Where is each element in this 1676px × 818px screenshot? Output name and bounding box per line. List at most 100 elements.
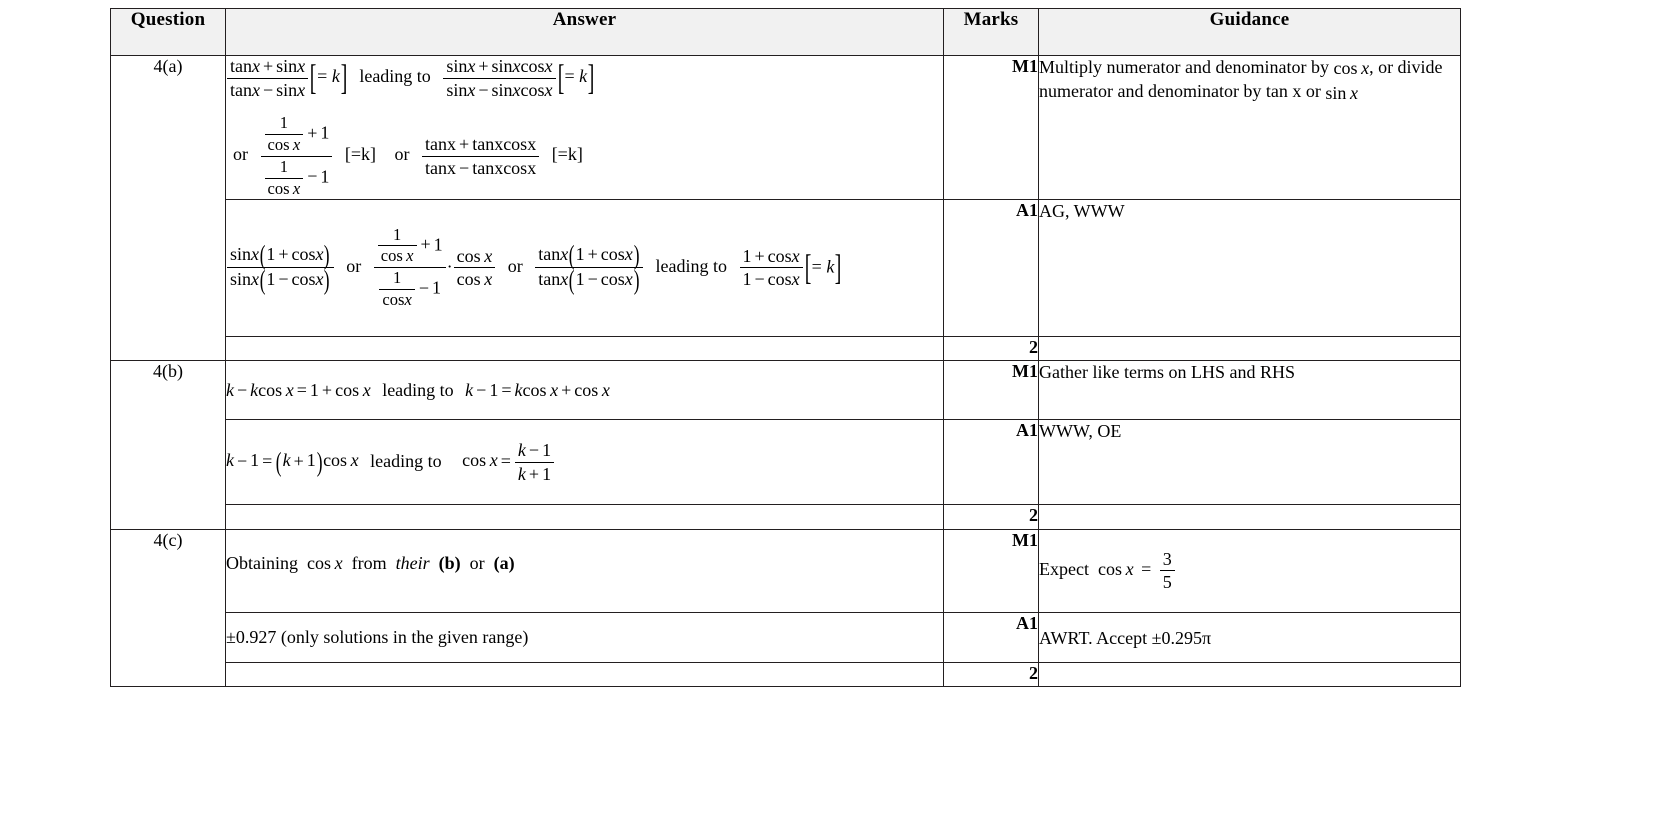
answer-cell-4c-a1: ±0.927 (only solutions in the given rang… — [225, 611, 944, 663]
total-marks-4c: 2 — [943, 661, 1039, 687]
mark-scheme-table: Question Answer Marks Guidance 4(a) tanx… — [110, 8, 1461, 687]
guidance-cos-x: cos x — [1333, 58, 1370, 79]
fraction-complex-2: 1 cos x +1 1 cosx −1 — [373, 225, 446, 311]
guidance-expression-4c-m1: Expect cos x = 3 5 — [1039, 549, 1176, 593]
or-label-2: or — [394, 144, 410, 165]
multiplication-dot: · — [446, 255, 453, 276]
part-b-reference: (b) — [438, 552, 461, 573]
cos-label: cos — [1097, 558, 1122, 579]
or-label-5: or — [469, 552, 485, 573]
equals-sign: = — [1141, 558, 1152, 579]
mark-4b-a1: A1 — [943, 419, 1039, 506]
column-header-answer: Answer — [225, 8, 944, 56]
fraction-numerator: 3 — [1159, 549, 1175, 572]
table-row: sinx(1+cosx) sinx(1−cosx) or 1 cos x +1 — [111, 198, 1461, 338]
fraction-one-over-cosx: 1 cos x — [377, 225, 417, 267]
total-marks-4b: 2 — [943, 504, 1039, 530]
guidance-4a-m1: Multiply numerator and denominator by co… — [1038, 55, 1461, 200]
guidance-4b-a1: WWW, OE — [1038, 419, 1461, 506]
answer-expression-4c-m1: Obtaining cos x from their (b) or (a) — [226, 553, 515, 574]
part-a-reference: (a) — [493, 552, 515, 573]
leading-to-label-3: leading to — [382, 380, 454, 401]
answer-cell-4a-m1: tanx+sinx tanx−sinx [= k] leading to sin… — [225, 55, 944, 200]
answer-cell-4b-a1: k−1=(k+1)cos x leading to cos x= k−1 k+1 — [225, 419, 944, 506]
table-body: 4(a) tanx+sinx tanx−sinx [= k] leading t… — [110, 54, 1461, 687]
fraction-denominator: 5 — [1162, 572, 1172, 593]
fraction-sinx-1pluscosx: sinx(1+cosx) sinx(1−cosx) — [227, 241, 334, 295]
fraction-tanx-1pluscosx: tanx(1+cosx) tanx(1−cosx) — [535, 241, 644, 295]
fraction-one-over-cosx: 1 cosx — [379, 268, 415, 310]
answer-expression-4a-a1: sinx(1+cosx) sinx(1−cosx) or 1 cos x +1 — [226, 225, 842, 311]
answer-cell-4c-m1: Obtaining cos x from their (b) or (a) — [225, 528, 944, 613]
answer-cell-4a-a1: sinx(1+cosx) sinx(1−cosx) or 1 cos x +1 — [225, 198, 944, 338]
spacer — [226, 100, 943, 114]
table-row: 4(c) Obtaining cos x from their (b) or (… — [110, 528, 1461, 687]
guidance-sin-x: sin x — [1325, 82, 1359, 103]
bracket-open: [ — [309, 57, 317, 98]
bracket-open: [ — [557, 57, 564, 98]
guidance-cell-empty — [1038, 336, 1461, 362]
leading-to-label-1: leading to — [359, 66, 431, 87]
or-label-1: or — [233, 144, 248, 165]
mark-4c-a1: A1 — [943, 611, 1039, 663]
expect-label: Expect — [1039, 558, 1089, 579]
bracket-open: [ — [804, 246, 811, 287]
guidance-cell-empty — [1038, 661, 1461, 687]
guidance-line-2: or divide numerator and denominator by t… — [1039, 57, 1443, 102]
guidance-4c-a1: AWRT. Accept ±0.295π — [1038, 611, 1461, 663]
answer-cell-empty — [225, 661, 944, 687]
mark-4a-m1: M1 — [943, 55, 1039, 200]
table-row: k−1=(k+1)cos x leading to cos x= k−1 k+1… — [111, 419, 1461, 506]
fraction-one-over-cosx: 1 cos x — [264, 113, 304, 155]
guidance-4a-a1: AG, WWW — [1038, 198, 1461, 338]
guidance-line-1: Multiply numerator and denominator by — [1039, 57, 1329, 77]
guidance-comma: , — [1369, 57, 1374, 77]
fraction-complex-1: 1 cos x +1 1 cos x −1 — [260, 113, 333, 199]
equals-k-plain-1: [=k] — [344, 144, 377, 165]
answer-expression-4b-a1: k−1=(k+1)cos x leading to cos x= k−1 k+1 — [226, 440, 555, 484]
table-row: 2 — [111, 504, 1461, 530]
variable-x: x — [334, 552, 343, 573]
table-row: 4(b) k−kcos x=1+cos x leading to k−1=kco… — [110, 360, 1461, 530]
or-label-4: or — [507, 255, 523, 276]
obtaining-label: Obtaining — [226, 552, 298, 573]
answer-expression-line1: tanx+sinx tanx−sinx [= k] leading to sin… — [226, 56, 595, 100]
fraction-1pluscos-over-1minuscos: 1+cosx 1−cosx — [739, 246, 803, 290]
header-row: Question Answer Marks Guidance — [110, 8, 1461, 56]
mark-4b-m1: M1 — [943, 360, 1039, 421]
fraction-one-over-cosx: 1 cos x — [264, 157, 304, 199]
from-label: from — [351, 552, 387, 573]
bracket-close: ] — [587, 57, 595, 98]
fraction-tan-sin: tanx+sinx tanx−sinx — [227, 56, 309, 100]
total-marks-4a: 2 — [943, 336, 1039, 362]
answer-cell-empty — [225, 504, 944, 530]
answer-cell-empty — [225, 336, 944, 362]
answer-cell-4b-m1: k−kcos x=1+cos x leading to k−1=kcos x+c… — [225, 360, 944, 421]
equals-k-plain-2: [=k] — [551, 144, 583, 165]
question-number-4b: 4(b) — [110, 360, 226, 530]
or-label-3: or — [346, 255, 362, 276]
fraction-cosx-over-cosx: cos x cos x — [453, 246, 496, 290]
bracket-close: ] — [835, 246, 842, 287]
leading-to-label-4: leading to — [370, 450, 442, 471]
guidance-4b-m1: Gather like terms on LHS and RHS — [1038, 360, 1461, 421]
fraction-sin-sincos: sinx+sinxcosx sinx−sinxcosx — [443, 56, 556, 100]
table-row: ±0.927 (only solutions in the given rang… — [111, 611, 1461, 663]
answer-expression-4b-m1: k−kcos x=1+cos x leading to k−1=kcos x+c… — [226, 380, 610, 401]
cos-label: cos — [307, 552, 331, 573]
column-header-marks: Marks — [943, 8, 1039, 56]
question-number-4c: 4(c) — [110, 528, 226, 687]
bracket-close: ] — [340, 57, 348, 98]
fraction-tan-tancos: tanx+tanxcosx tanx−tanxcosx — [422, 134, 540, 178]
leading-to-label-2: leading to — [655, 255, 728, 276]
variable-x: x — [1125, 558, 1134, 579]
mark-4c-m1: M1 — [943, 528, 1039, 613]
table-row: 2 — [111, 661, 1461, 687]
column-header-guidance: Guidance — [1038, 8, 1461, 56]
question-number-4a: 4(a) — [110, 54, 226, 362]
answer-expression-line2: or 1 cos x +1 1 cos — [226, 113, 590, 199]
their-label: their — [395, 552, 430, 573]
fraction-kminus1-over-kplus1: k−1 k+1 — [514, 440, 555, 484]
fraction-three-fifths: 3 5 — [1159, 549, 1175, 593]
